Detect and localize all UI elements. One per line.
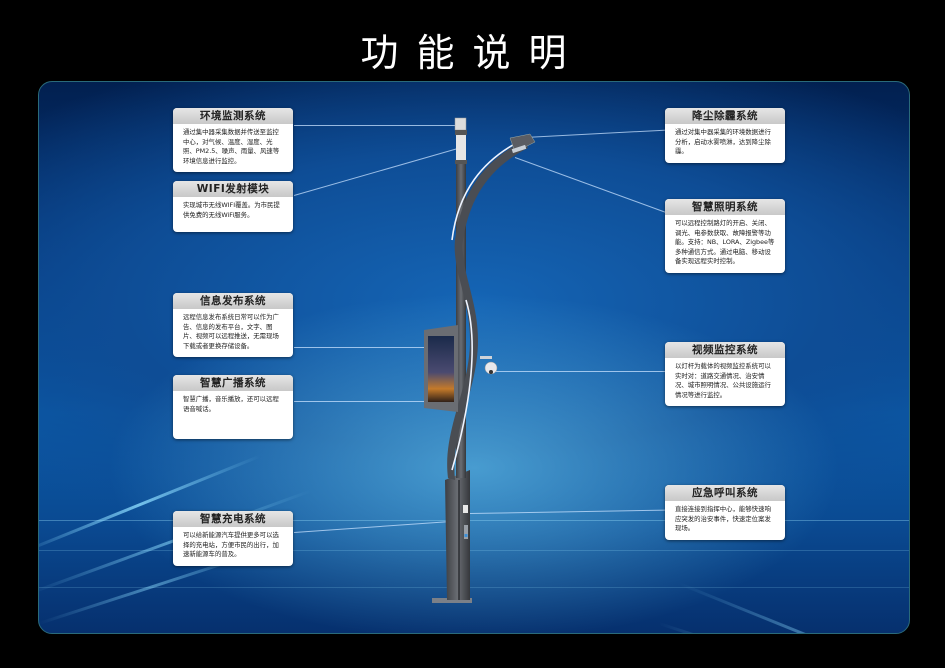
charging-port [464, 525, 468, 539]
leader-line-broadcast [294, 401, 424, 402]
leader-line-info [294, 347, 424, 348]
pole-main-shaft [456, 128, 466, 478]
display-screen [428, 336, 454, 402]
callout-title: 智慧充电系统 [173, 511, 293, 527]
callout-info-publish: 信息发布系统 远程信息发布系统日常可以作为广告、信息的发布平台，文字、图片、视频… [173, 293, 293, 358]
callout-body: 可以远程控制路灯的开启、关闭、调光、电参数获取、故障报警等功能。支持：NB、LO… [675, 219, 775, 266]
callout-title: WIFI发射模块 [173, 181, 293, 197]
callout-broadcast: 智慧广播系统 智慧广播，音乐播放，还可以远程语音喊话。 [173, 375, 293, 439]
callout-title: 智慧照明系统 [665, 199, 785, 215]
page-title: 功能说明 [360, 31, 585, 75]
callout-title: 降尘除霾系统 [665, 108, 785, 124]
street-lamp-head [509, 133, 536, 153]
leader-line-video [495, 371, 665, 372]
callout-dust: 降尘除霾系统 通过对集中器采集的环境数据进行分析，启动水雾喷淋，达到降尘除霾。 [665, 108, 785, 163]
pole-lower-column [445, 470, 470, 600]
callout-charging: 智慧充电系统 可以给新能源汽车提供更多可以选择的充电站，方便市民的出行，加速新能… [173, 511, 293, 566]
leader-line-env [294, 125, 458, 126]
floor-line [39, 587, 909, 588]
callout-video: 视频监控系统 以灯杆为载体的视频监控系统可以实时对：道路交通情况、治安情况、城市… [665, 342, 785, 407]
callout-body: 通过对集中器采集的环境数据进行分析，启动水雾喷淋，达到降尘除霾。 [675, 128, 771, 156]
callout-title: 智慧广播系统 [173, 375, 293, 391]
pole-base-plate [432, 598, 472, 603]
callout-body: 远程信息发布系统日常可以作为广告、信息的发布平台，文字、图片、视频可以远程推送，… [183, 313, 279, 350]
callout-env-monitor: 环境监测系统 通过集中器采集数据并传送至监控中心，对气候、温度、湿度、光照、PM… [173, 108, 293, 173]
callout-body: 实现城市无线WIFI覆盖。为市民提供免费的无线WiFi服务。 [183, 201, 280, 219]
floor-line [39, 550, 909, 551]
callout-body: 可以给新能源汽车提供更多可以选择的充电站，方便市民的出行，加速新能源车的普及。 [183, 531, 279, 559]
callout-body: 直接连接到指挥中心，能够快速响应突发的治安事件，快速定位案发现场。 [675, 505, 771, 533]
callout-body: 智慧广播，音乐播放，还可以远程语音喊话。 [183, 395, 279, 413]
callout-title: 信息发布系统 [173, 293, 293, 309]
floor-line [39, 520, 909, 521]
callout-emergency: 应急呼叫系统 直接连接到指挥中心，能够快速响应突发的治安事件，快速定位案发现场。 [665, 485, 785, 540]
callout-title: 环境监测系统 [173, 108, 293, 124]
wifi-module [456, 135, 466, 160]
callout-body: 通过集中器采集数据并传送至监控中心，对气候、温度、湿度、光照、PM2.5、噪声、… [183, 128, 280, 165]
emergency-call-button [463, 505, 468, 513]
callout-title: 视频监控系统 [665, 342, 785, 358]
callout-title: 应急呼叫系统 [665, 485, 785, 501]
callout-lighting: 智慧照明系统 可以远程控制路灯的开启、关闭、调光、电参数获取、故障报警等功能。支… [665, 199, 785, 273]
callout-wifi: WIFI发射模块 实现城市无线WIFI覆盖。为市民提供免费的无线WiFi服务。 [173, 181, 293, 233]
callout-body: 以灯杆为载体的视频监控系统可以实时对：道路交通情况、治安情况、城市照明情况、公共… [675, 362, 771, 399]
environment-sensor [454, 117, 467, 131]
pole-curved-arm [447, 140, 528, 480]
